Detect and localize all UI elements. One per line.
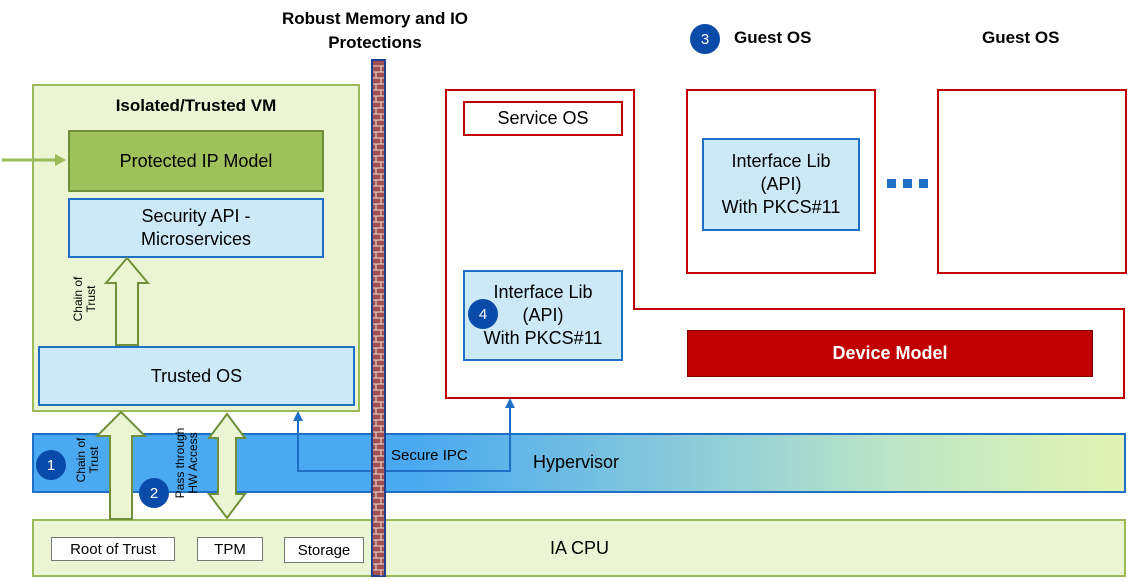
- hypervisor-bar: [32, 433, 1126, 493]
- input-arrow-head: [55, 154, 66, 166]
- badge-1: 1: [36, 450, 66, 480]
- secure-ipc-arrow-left: [293, 411, 303, 421]
- badge-4: 4: [468, 299, 498, 329]
- chain-of-trust-label-vm: Chain of Trust: [71, 276, 98, 322]
- hypervisor-label: Hypervisor: [533, 452, 620, 472]
- memory-io-protections-title: Robust Memory and IO Protections: [281, 9, 469, 52]
- guest-os-title-1: Guest OS: [734, 28, 812, 47]
- chain-of-trust-arrow-hypervisor: [94, 410, 148, 520]
- device-model-box: Device Model: [687, 330, 1093, 377]
- pass-through-label: Pass through HW Access: [173, 427, 200, 499]
- guest-os-box-2: [937, 89, 1127, 274]
- guest-os-title-2: Guest OS: [982, 28, 1060, 47]
- guest-interface-lib-box: Interface Lib (API) With PKCS#11: [702, 138, 860, 231]
- ia-cpu-label: IA CPU: [550, 538, 610, 558]
- ellipsis-dot-1: [887, 179, 896, 188]
- ellipsis-dot-2: [903, 179, 912, 188]
- memory-wall-bricks: [373, 65, 384, 576]
- secure-ipc-path: [297, 404, 511, 472]
- secure-ipc-arrow-right: [505, 398, 515, 408]
- chain-of-trust-label-hypervisor: Chain of Trust: [74, 437, 101, 483]
- trusted-vm-title: Isolated/Trusted VM: [115, 96, 277, 115]
- chain-of-trust-arrow-vm: [103, 256, 151, 346]
- ellipsis-dot-3: [919, 179, 928, 188]
- service-os-title-box: Service OS: [463, 101, 623, 136]
- badge-2: 2: [139, 478, 169, 508]
- root-of-trust-box: Root of Trust: [51, 537, 175, 561]
- secure-ipc-label: Secure IPC: [391, 447, 468, 464]
- badge-3: 3: [690, 24, 720, 54]
- pass-through-double-arrow: [207, 412, 247, 520]
- security-api-box: Security API - Microservices: [68, 198, 324, 258]
- storage-box: Storage: [284, 537, 364, 563]
- protected-ip-model-box: Protected IP Model: [68, 130, 324, 192]
- tpm-box: TPM: [197, 537, 263, 561]
- trusted-os-box: Trusted OS: [38, 346, 355, 406]
